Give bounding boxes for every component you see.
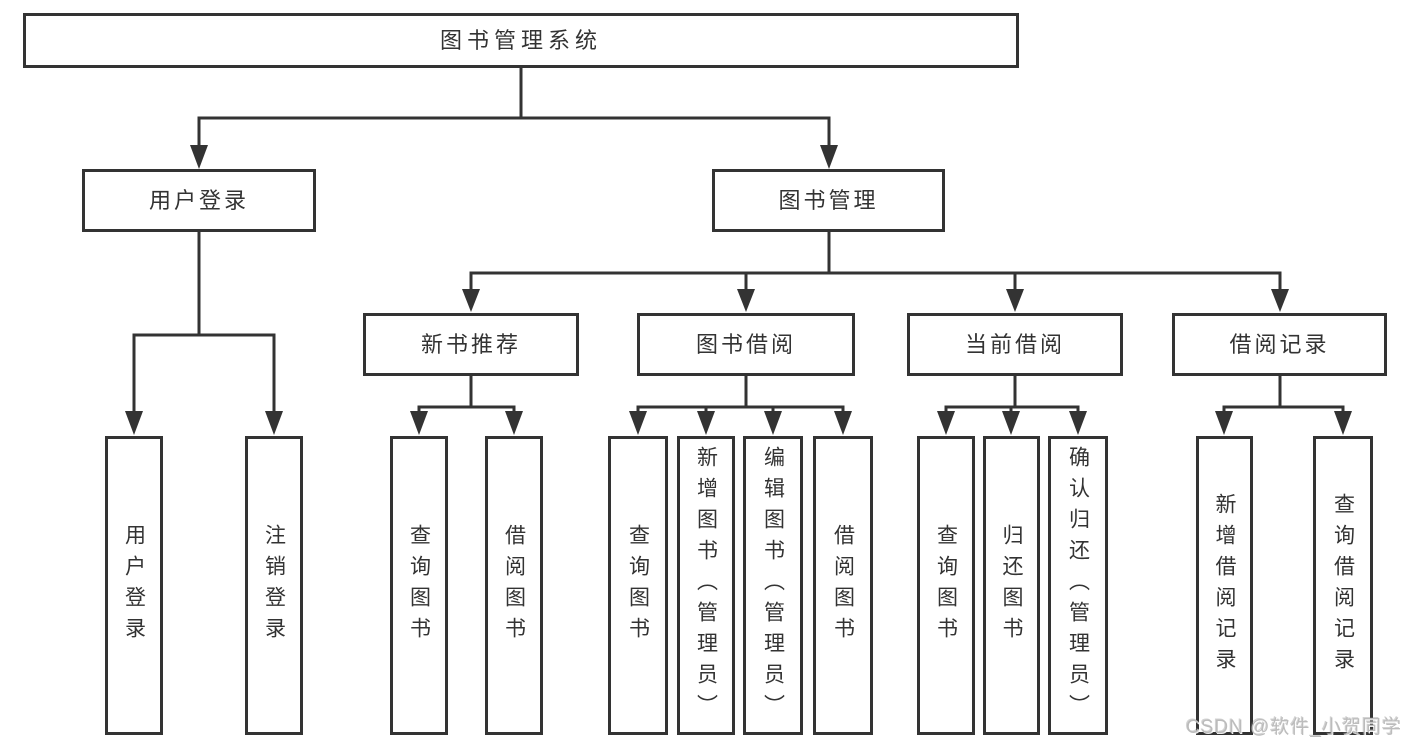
leaf-borrowing-add-books-admin: 新增图书（管理员） xyxy=(677,436,735,735)
leaf-current-query-books: 查询图书 xyxy=(917,436,975,735)
arrowheads xyxy=(125,145,1352,435)
leaf-borrowing-query-books: 查询图书 xyxy=(608,436,668,735)
node-book-borrowing: 图书借阅 xyxy=(637,313,855,376)
leaf-borrowing-edit-books-admin: 编辑图书（管理员） xyxy=(743,436,803,735)
leaf-logout: 注销登录 xyxy=(245,436,303,735)
csdn-watermark: CSDN @软件_小贺同学 xyxy=(1186,717,1402,738)
node-borrowing-records: 借阅记录 xyxy=(1172,313,1387,376)
node-user-login: 用户登录 xyxy=(82,169,316,232)
node-book-management: 图书管理 xyxy=(712,169,945,232)
node-current-borrowing: 当前借阅 xyxy=(907,313,1123,376)
leaf-current-return-books: 归还图书 xyxy=(983,436,1040,735)
node-new-book-recommendation: 新书推荐 xyxy=(363,313,579,376)
node-library-management-system: 图书管理系统 xyxy=(23,13,1019,68)
leaf-recommend-query-books: 查询图书 xyxy=(390,436,448,735)
leaf-current-confirm-return-admin: 确认归还（管理员） xyxy=(1048,436,1108,735)
leaf-borrowing-borrow-books: 借阅图书 xyxy=(813,436,873,735)
leaf-records-query-borrow-record: 查询借阅记录 xyxy=(1313,436,1373,735)
leaf-recommend-borrow-books: 借阅图书 xyxy=(485,436,543,735)
leaf-records-add-borrow-record: 新增借阅记录 xyxy=(1196,436,1253,735)
leaf-user-login: 用户登录 xyxy=(105,436,163,735)
